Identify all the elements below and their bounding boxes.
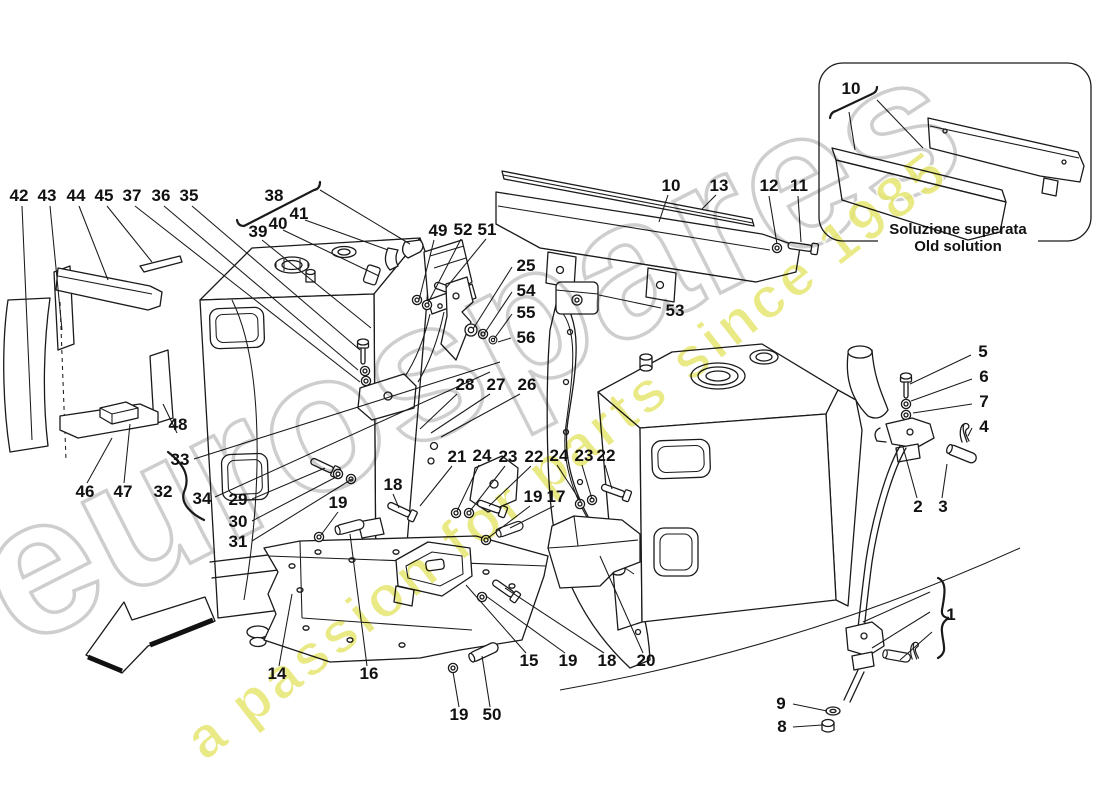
callout-15: 15 [519,651,539,670]
callout-7: 7 [979,392,989,411]
callout-53: 53 [665,301,685,320]
callout-34: 34 [192,489,212,508]
callout-8: 8 [777,717,787,736]
callout-39: 39 [248,222,268,241]
callout-22: 22 [524,447,544,466]
callout-19: 19 [449,705,469,724]
callout-27: 27 [486,375,506,394]
callout-22: 22 [596,446,616,465]
callout-16: 16 [359,664,379,683]
callout-23: 23 [574,446,594,465]
callout-23: 23 [498,447,518,466]
bottom-mounting-plate [263,454,641,674]
callout-50: 50 [482,705,502,724]
callout-40: 40 [268,214,288,233]
callout-30: 30 [228,512,248,531]
callout-35: 35 [179,186,199,205]
callout-44: 44 [66,186,86,205]
latch-rod-assembly [821,372,979,733]
callout-5: 5 [978,342,988,361]
callout-49: 49 [428,221,448,240]
callout-19: 19 [328,493,348,512]
leader-lines [21,180,973,728]
callout-46: 46 [75,482,95,501]
callout-14: 14 [267,664,287,683]
callout-42: 42 [9,186,29,205]
callout-12: 12 [759,176,779,195]
callout-32: 32 [153,482,173,501]
callout-36: 36 [151,186,171,205]
callout-37: 37 [122,186,142,205]
callout-10: 10 [661,176,681,195]
callout-1: 1 [946,605,956,624]
callout-31: 31 [228,532,248,551]
callout-26: 26 [517,375,537,394]
callout-19: 19 [523,487,543,506]
inset-caption-english: Old solution [914,238,1002,255]
callout-13: 13 [709,176,729,195]
callout-43: 43 [37,186,57,205]
top-guard-bar [495,170,820,315]
inset-caption-italian: Soluzione superata [889,221,1027,238]
callout-10: 10 [841,79,861,98]
callout-41: 41 [289,204,309,223]
inset-caption: Soluzione superata Old solution [872,221,1044,255]
callout-56: 56 [516,328,536,347]
callout-24: 24 [549,446,569,465]
callout-11: 11 [790,176,808,195]
callout-3: 3 [938,497,948,516]
callout-28: 28 [455,375,475,394]
callout-38: 38 [264,186,284,205]
callout-29: 29 [228,490,248,509]
callout-51: 51 [477,220,497,239]
callout-47: 47 [113,482,133,501]
callout-4: 4 [979,417,989,436]
callout-18: 18 [597,651,617,670]
callout-17: 17 [546,487,566,506]
callout-55: 55 [516,303,536,322]
right-fuel-tank [559,343,1021,691]
upper-bracket-assembly [356,239,498,465]
callout-9: 9 [776,694,786,713]
callout-20: 20 [636,651,656,670]
callout-19: 19 [558,651,578,670]
foam-panels [3,255,183,461]
callout-54: 54 [516,281,536,300]
callout-6: 6 [979,367,989,386]
callout-45: 45 [94,186,114,205]
callout-2: 2 [913,497,923,516]
callout-52: 52 [453,220,473,239]
callout-21: 21 [447,447,467,466]
callout-25: 25 [516,256,536,275]
direction-arrow [85,596,216,674]
old-solution-inset [818,62,1092,245]
callout-48: 48 [168,415,188,434]
callout-18: 18 [383,475,403,494]
callout-33: 33 [170,450,190,469]
callout-24: 24 [472,446,492,465]
